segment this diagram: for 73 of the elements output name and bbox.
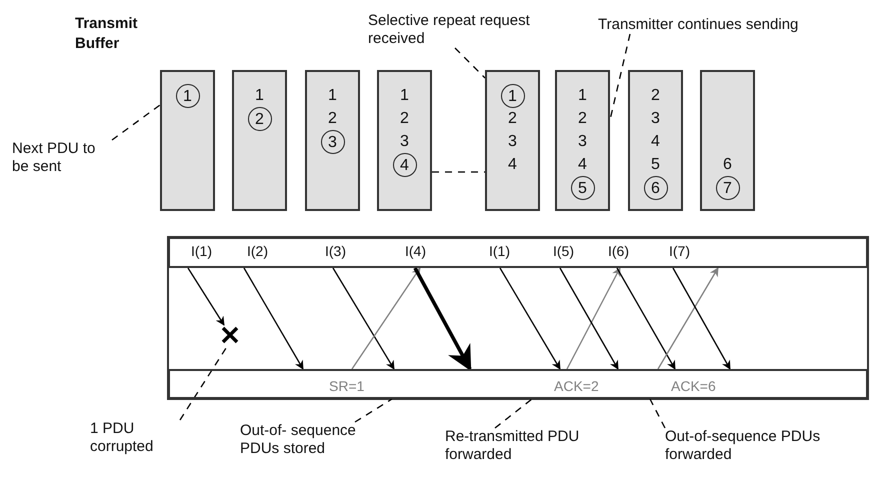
leader-line (354, 398, 392, 423)
cross-mark (220, 325, 240, 345)
sequence-number: 1 (500, 84, 524, 108)
annotation-text: Out-of- sequence PDUs stored (240, 422, 360, 458)
arrow (616, 268, 676, 370)
arrow (351, 267, 421, 370)
sequence-number: 3 (400, 132, 409, 152)
sequence-number: 3 (651, 109, 660, 129)
sequence-number: 5 (570, 176, 594, 200)
arrow (187, 268, 225, 326)
sequence-number: 6 (723, 155, 732, 175)
edge-label: I(5) (552, 243, 575, 259)
annotation-text: 1 PDU corrupted (90, 420, 190, 456)
buffer-box (628, 70, 683, 211)
edge-label: ACK=2 (553, 378, 600, 394)
leader-line (112, 104, 160, 141)
edge-label: I(3) (324, 243, 347, 259)
sequence-number: 3 (320, 130, 344, 154)
buffer-box (377, 70, 432, 211)
sequence-number: 3 (508, 132, 517, 152)
sequence-number: 2 (508, 109, 517, 129)
buffer-box (700, 70, 755, 211)
edge-label: I(7) (668, 243, 691, 259)
leader-line (454, 48, 486, 78)
sequence-number: 4 (651, 132, 660, 152)
sequence-number: 2 (578, 109, 587, 129)
sequence-number: 2 (248, 107, 272, 131)
annotation-text: Re-transmitted PDU forwarded (445, 428, 595, 464)
sequence-number: 2 (651, 86, 660, 106)
section-heading: Transmit Buffer (75, 14, 139, 54)
leader-line (494, 398, 532, 429)
edge-label: I(6) (607, 243, 630, 259)
annotation-text: Transmitter continues sending (598, 16, 868, 34)
sequence-number: 3 (578, 132, 587, 152)
edge-label: I(1) (190, 243, 213, 259)
sequence-number: 4 (508, 155, 517, 175)
arrow (332, 268, 395, 370)
arrow (559, 268, 619, 370)
sequence-number: 1 (578, 86, 587, 106)
arrow (672, 268, 731, 370)
sequence-number: 2 (400, 109, 409, 129)
sequence-number: 2 (328, 109, 337, 129)
buffer-box (160, 70, 215, 211)
edge-label: ACK=6 (670, 378, 717, 394)
sequence-number: 5 (651, 155, 660, 175)
edge-label: I(2) (246, 243, 269, 259)
sequence-number: 4 (392, 153, 416, 177)
buffer-box (232, 70, 287, 211)
annotation-text: Selective repeat request received (368, 12, 568, 48)
arrow (413, 267, 472, 372)
arrow (243, 268, 304, 370)
sequence-number: 1 (400, 86, 409, 106)
sequence-number: 7 (716, 176, 740, 200)
sender-timeline-bar (168, 237, 868, 268)
sequence-number: 6 (644, 176, 668, 200)
leader-line (432, 171, 485, 173)
buffer-box (305, 70, 360, 211)
arrow (499, 268, 561, 370)
annotation-text: Out-of-sequence PDUs forwarded (665, 428, 825, 464)
buffer-box (485, 70, 540, 211)
arrow (566, 267, 621, 370)
sequence-number: 1 (176, 84, 200, 108)
sequence-number: 1 (255, 86, 264, 106)
sequence-number: 1 (328, 86, 337, 106)
edge-label: I(1) (488, 243, 511, 259)
buffer-box (555, 70, 610, 211)
sequence-number: 4 (578, 155, 587, 175)
edge-label: SR=1 (328, 378, 366, 394)
receiver-timeline-bar (168, 369, 868, 399)
leader-line (649, 398, 666, 428)
annotation-text: Next PDU to be sent (12, 140, 112, 176)
edge-label: I(4) (404, 243, 427, 259)
arrow (657, 267, 719, 370)
